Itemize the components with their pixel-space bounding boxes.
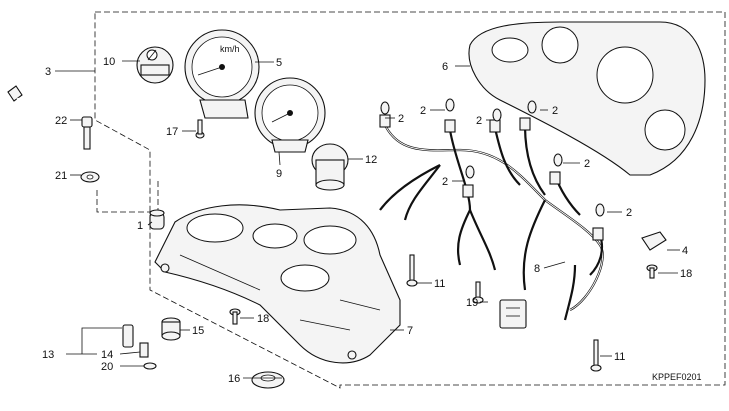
meter-case-7 <box>154 204 401 364</box>
wire-harness-8 <box>379 124 604 329</box>
callout-2-d: 2 <box>552 105 558 117</box>
tachometer-9 <box>254 77 326 153</box>
screw-11-lower <box>590 339 602 372</box>
speed-unit-text: km/h <box>220 44 240 54</box>
callout-15: 15 <box>192 325 204 337</box>
bolt-22 <box>81 116 93 150</box>
callout-17: 17 <box>166 126 178 138</box>
callout-14: 14 <box>101 349 113 361</box>
callouts: 3 10 5 6 22 21 1 17 9 12 15 18 16 7 8 11… <box>42 56 692 385</box>
callout-1: 1 <box>137 220 143 232</box>
screw-11-upper <box>406 254 418 287</box>
callout-2-g: 2 <box>626 207 632 219</box>
callout-13: 13 <box>42 349 54 361</box>
callout-19: 19 <box>466 297 478 309</box>
fitting-14 <box>139 342 149 358</box>
callout-9: 9 <box>276 168 282 180</box>
clip-4 <box>641 231 667 251</box>
callout-18-lower: 18 <box>257 313 269 325</box>
screw-17 <box>195 119 205 139</box>
gauge-12 <box>311 143 349 191</box>
speedometer-5: km/h <box>184 29 260 119</box>
callout-2-e: 2 <box>584 158 590 170</box>
callout-16: 16 <box>228 373 240 385</box>
bulb-sockets <box>379 114 604 241</box>
callout-11-upper: 11 <box>434 278 445 290</box>
bulbs-2 <box>380 98 605 217</box>
callout-11-lower: 11 <box>614 351 625 363</box>
callout-4: 4 <box>682 245 688 257</box>
callout-2-a: 2 <box>398 113 404 125</box>
screw-18-right <box>646 264 658 279</box>
gauge-10 <box>136 46 174 84</box>
screw-18-lower <box>229 308 241 325</box>
speedometer-cable <box>7 85 134 348</box>
assembly-boundary <box>94 11 726 389</box>
cushion-15 <box>161 317 181 341</box>
grommet-16 <box>251 371 285 389</box>
washer-20 <box>143 362 157 370</box>
reference-code: KPPEF0201 <box>652 372 702 382</box>
callout-22: 22 <box>55 115 67 127</box>
callout-12: 12 <box>365 154 377 166</box>
callout-3: 3 <box>45 66 51 78</box>
callout-20: 20 <box>101 361 113 373</box>
grommet-1 <box>149 209 165 230</box>
meter-cover-6 <box>468 21 706 176</box>
callout-2-b: 2 <box>420 105 426 117</box>
callout-2-c: 2 <box>476 115 482 127</box>
callout-10: 10 <box>103 56 115 68</box>
callout-21: 21 <box>55 170 67 182</box>
screw-19 <box>472 281 484 304</box>
leader-lines <box>55 60 680 379</box>
detail-box-1 <box>96 180 159 213</box>
callout-7: 7 <box>407 325 413 337</box>
callout-5: 5 <box>276 57 282 69</box>
callout-18-right: 18 <box>680 268 692 280</box>
callout-6: 6 <box>442 61 448 73</box>
callout-8: 8 <box>534 263 540 275</box>
callout-2-f: 2 <box>442 176 448 188</box>
